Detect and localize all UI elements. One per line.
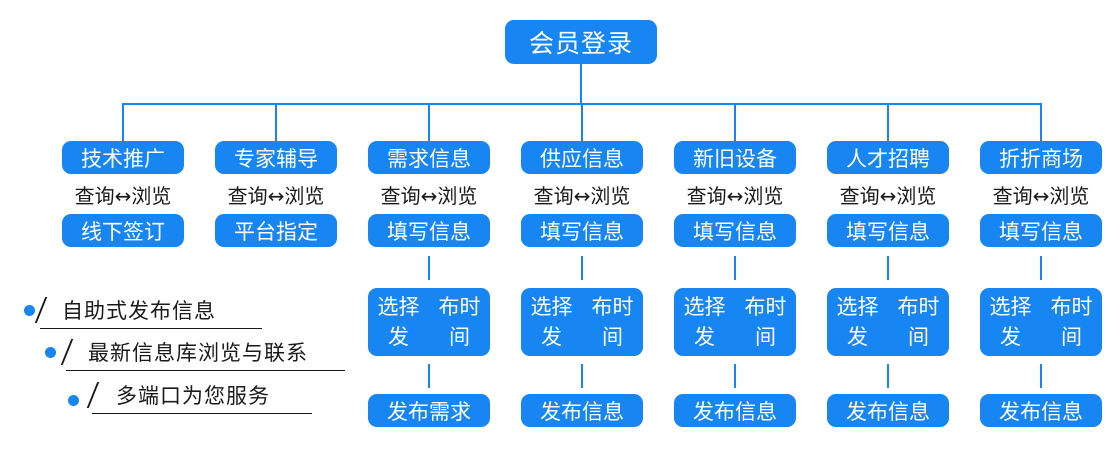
feature-text: 多端口为您服务: [116, 384, 270, 408]
action-node-tech[interactable]: 线下签订: [62, 214, 184, 247]
bullet-divider: [60, 339, 74, 365]
select-time-text: 布时间: [1050, 295, 1093, 349]
browse-label-tech: 查询↔浏览: [74, 183, 172, 208]
select-time-text: 选择发: [989, 295, 1032, 349]
flow-line: [734, 364, 736, 388]
bullet-dot: [68, 395, 79, 406]
flow-line: [1040, 256, 1042, 280]
select-time-text: 选择发: [377, 295, 420, 349]
branch-drop-line: [581, 103, 583, 141]
action-node-demand[interactable]: 填写信息: [368, 214, 490, 247]
category-node-expert[interactable]: 专家辅导: [215, 141, 337, 174]
select-time-node-demand[interactable]: 选择发布时间: [368, 288, 490, 356]
action-node-supply[interactable]: 填写信息: [521, 214, 643, 247]
bullet-divider: [86, 382, 100, 408]
bullet-divider: [34, 297, 48, 323]
select-time-text: 选择发: [683, 295, 726, 349]
select-time-text: 布时间: [591, 295, 634, 349]
branch-drop-line: [122, 103, 124, 141]
feature-underline: [66, 370, 345, 371]
browse-label-demand: 查询↔浏览: [380, 183, 478, 208]
flow-line: [734, 256, 736, 280]
branch-drop-line: [734, 103, 736, 141]
feature-text: 自助式发布信息: [62, 299, 216, 323]
root-stem-line: [580, 64, 582, 103]
feature-underline: [92, 413, 312, 414]
member-login-node[interactable]: 会员登录: [505, 20, 657, 64]
branch-drop-line: [275, 103, 277, 141]
bullet-dot: [24, 305, 35, 316]
feature-underline: [40, 328, 262, 329]
category-node-tech[interactable]: 技术推广: [62, 141, 184, 174]
select-time-node-equipment[interactable]: 选择发布时间: [674, 288, 796, 356]
branch-drop-line: [887, 103, 889, 141]
action-node-discount[interactable]: 填写信息: [980, 214, 1102, 247]
flow-line: [428, 256, 430, 280]
category-node-discount[interactable]: 折折商场: [980, 141, 1102, 174]
flow-line: [581, 256, 583, 280]
publish-node-discount[interactable]: 发布信息: [980, 394, 1102, 427]
category-node-equipment[interactable]: 新旧设备: [674, 141, 796, 174]
flow-line: [428, 364, 430, 388]
select-time-text: 布时间: [438, 295, 481, 349]
browse-label-discount: 查询↔浏览: [992, 183, 1090, 208]
select-time-text: 选择发: [836, 295, 879, 349]
flow-line: [887, 256, 889, 280]
category-node-supply[interactable]: 供应信息: [521, 141, 643, 174]
branch-drop-line: [428, 103, 430, 141]
publish-node-talent[interactable]: 发布信息: [827, 394, 949, 427]
category-node-demand[interactable]: 需求信息: [368, 141, 490, 174]
bullet-dot: [45, 347, 56, 358]
publish-node-equipment[interactable]: 发布信息: [674, 394, 796, 427]
browse-label-supply: 查询↔浏览: [533, 183, 631, 208]
action-node-expert[interactable]: 平台指定: [215, 214, 337, 247]
feature-text: 最新信息库浏览与联系: [88, 341, 308, 365]
select-time-text: 布时间: [897, 295, 940, 349]
category-node-talent[interactable]: 人才招聘: [827, 141, 949, 174]
publish-node-supply[interactable]: 发布信息: [521, 394, 643, 427]
flow-line: [1040, 364, 1042, 388]
flow-line: [581, 364, 583, 388]
publish-node-demand[interactable]: 发布需求: [368, 394, 490, 427]
action-node-equipment[interactable]: 填写信息: [674, 214, 796, 247]
branch-drop-line: [1040, 103, 1042, 141]
browse-label-equipment: 查询↔浏览: [686, 183, 784, 208]
action-node-talent[interactable]: 填写信息: [827, 214, 949, 247]
browse-label-expert: 查询↔浏览: [227, 183, 325, 208]
select-time-node-discount[interactable]: 选择发布时间: [980, 288, 1102, 356]
select-time-node-talent[interactable]: 选择发布时间: [827, 288, 949, 356]
select-time-text: 选择发: [530, 295, 573, 349]
select-time-node-supply[interactable]: 选择发布时间: [521, 288, 643, 356]
select-time-text: 布时间: [744, 295, 787, 349]
flow-line: [887, 364, 889, 388]
browse-label-talent: 查询↔浏览: [839, 183, 937, 208]
